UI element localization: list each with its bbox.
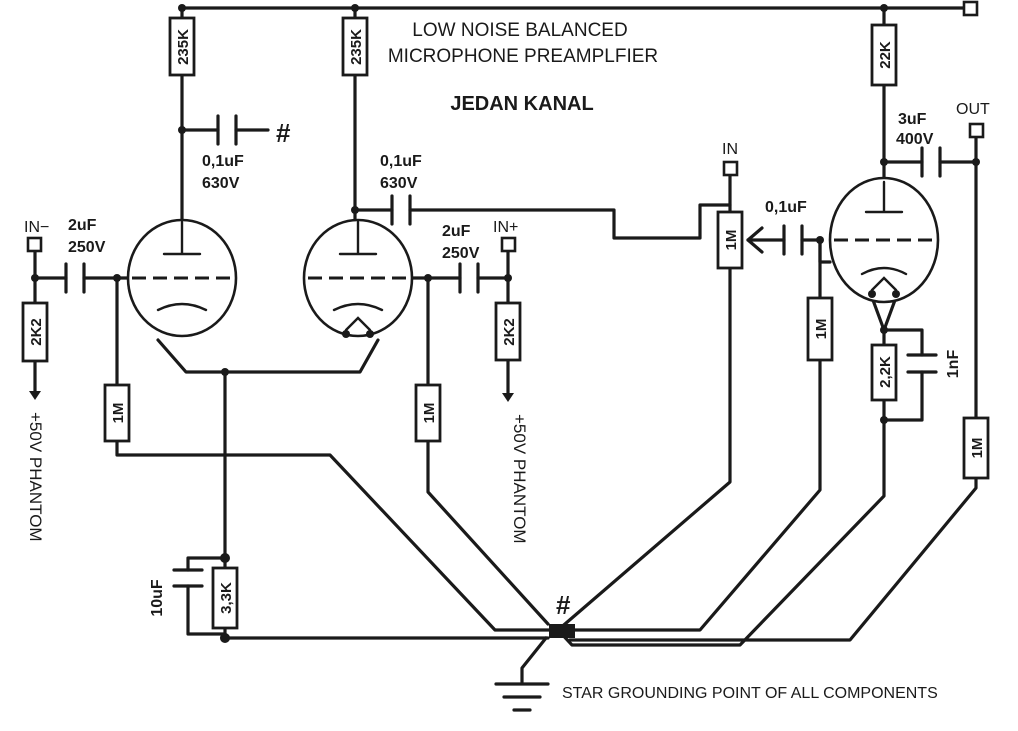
capacitor-out-in bbox=[782, 224, 804, 256]
tube-1 bbox=[126, 218, 238, 338]
cap-1nf-value: 1nF bbox=[945, 350, 962, 379]
in-terminal bbox=[722, 160, 739, 177]
cap-out-value: 3uF bbox=[898, 111, 927, 128]
svg-text:3,3K: 3,3K bbox=[218, 582, 235, 614]
svg-text:22K: 22K bbox=[877, 41, 894, 69]
cap-10uf-value: 10uF bbox=[149, 579, 166, 617]
capacitor-decouple bbox=[216, 114, 238, 146]
capacitor-10uf bbox=[172, 568, 204, 588]
title-line-2: MICROPHONE PREAMPLFIER bbox=[388, 46, 658, 67]
svg-text:1M: 1M bbox=[421, 403, 438, 424]
potentiometer-1m: 1M bbox=[716, 210, 764, 270]
resistor-1m-out: 1M bbox=[962, 416, 990, 480]
phantom-arrow-left bbox=[29, 391, 41, 400]
cap-coupling-value: 0,1uF bbox=[380, 153, 422, 170]
b-plus-terminal bbox=[962, 0, 979, 17]
svg-text:1M: 1M bbox=[969, 438, 986, 459]
resistor-235k-right: 235K bbox=[341, 16, 369, 77]
resistor-235k-left: 235K bbox=[168, 16, 196, 77]
cap-out-in-value: 0,1uF bbox=[765, 199, 807, 216]
resistor-1m-grid-left: 1M bbox=[103, 383, 131, 443]
capacitor-1nf bbox=[906, 353, 938, 374]
cap-in-plus-value: 2uF bbox=[442, 223, 471, 240]
capacitor-in-minus bbox=[64, 262, 86, 294]
cap-decouple-voltage: 630V bbox=[202, 175, 240, 192]
star-ground-point bbox=[549, 624, 575, 638]
cap-out-voltage: 400V bbox=[896, 131, 934, 148]
capacitor-in-plus bbox=[458, 262, 480, 294]
resistor-2k2-right: 2K2 bbox=[494, 301, 522, 362]
svg-text:1M: 1M bbox=[723, 230, 740, 251]
resistor-22k: 22K bbox=[870, 23, 898, 87]
resistor-2k2-left: 2K2 bbox=[21, 301, 49, 363]
svg-text:1M: 1M bbox=[110, 403, 127, 424]
junction-dots bbox=[31, 4, 980, 643]
out-terminal bbox=[968, 122, 985, 139]
ground-note: STAR GROUNDING POINT OF ALL COMPONENTS bbox=[562, 685, 938, 702]
cap-in-plus-voltage: 250V bbox=[442, 245, 480, 262]
svg-text:2K2: 2K2 bbox=[28, 318, 45, 346]
cap-decouple-value: 0,1uF bbox=[202, 153, 244, 170]
in-plus-label: IN+ bbox=[493, 219, 518, 236]
cap-coupling-voltage: 630V bbox=[380, 175, 418, 192]
in-minus-terminal bbox=[26, 236, 43, 253]
cap-in-minus-voltage: 250V bbox=[68, 239, 106, 256]
in-plus-terminal bbox=[500, 236, 517, 253]
out-label: OUT bbox=[956, 101, 990, 118]
svg-text:2,2K: 2,2K bbox=[877, 356, 894, 388]
tube-2 bbox=[302, 218, 414, 338]
title-line-1: LOW NOISE BALANCED bbox=[412, 20, 627, 41]
ground-symbol bbox=[494, 682, 550, 712]
cap-in-minus-value: 2uF bbox=[68, 217, 97, 234]
capacitor-out bbox=[920, 146, 942, 178]
svg-text:1M: 1M bbox=[813, 319, 830, 340]
resistor-2-2k: 2,2K bbox=[870, 343, 898, 402]
resistor-3-3k: 3,3K bbox=[211, 566, 239, 630]
svg-text:2K2: 2K2 bbox=[501, 318, 518, 346]
in-minus-label: IN− bbox=[24, 219, 49, 236]
phantom-right-label: +50V PHANTOM bbox=[510, 414, 529, 544]
phantom-arrow-right bbox=[502, 393, 514, 402]
subtitle: JEDAN KANAL bbox=[450, 93, 593, 115]
svg-text:235K: 235K bbox=[348, 29, 365, 65]
in-label: IN bbox=[722, 141, 738, 158]
phantom-left-label: +50V PHANTOM bbox=[26, 412, 45, 542]
tube-3 bbox=[828, 176, 940, 304]
resistor-1m-grid-out: 1M bbox=[806, 296, 834, 362]
resistor-1m-grid-right: 1M bbox=[414, 383, 442, 443]
hash-decouple: # bbox=[276, 118, 291, 148]
hash-star: # bbox=[556, 590, 571, 620]
svg-text:235K: 235K bbox=[175, 29, 192, 65]
capacitor-coupling bbox=[390, 194, 412, 226]
